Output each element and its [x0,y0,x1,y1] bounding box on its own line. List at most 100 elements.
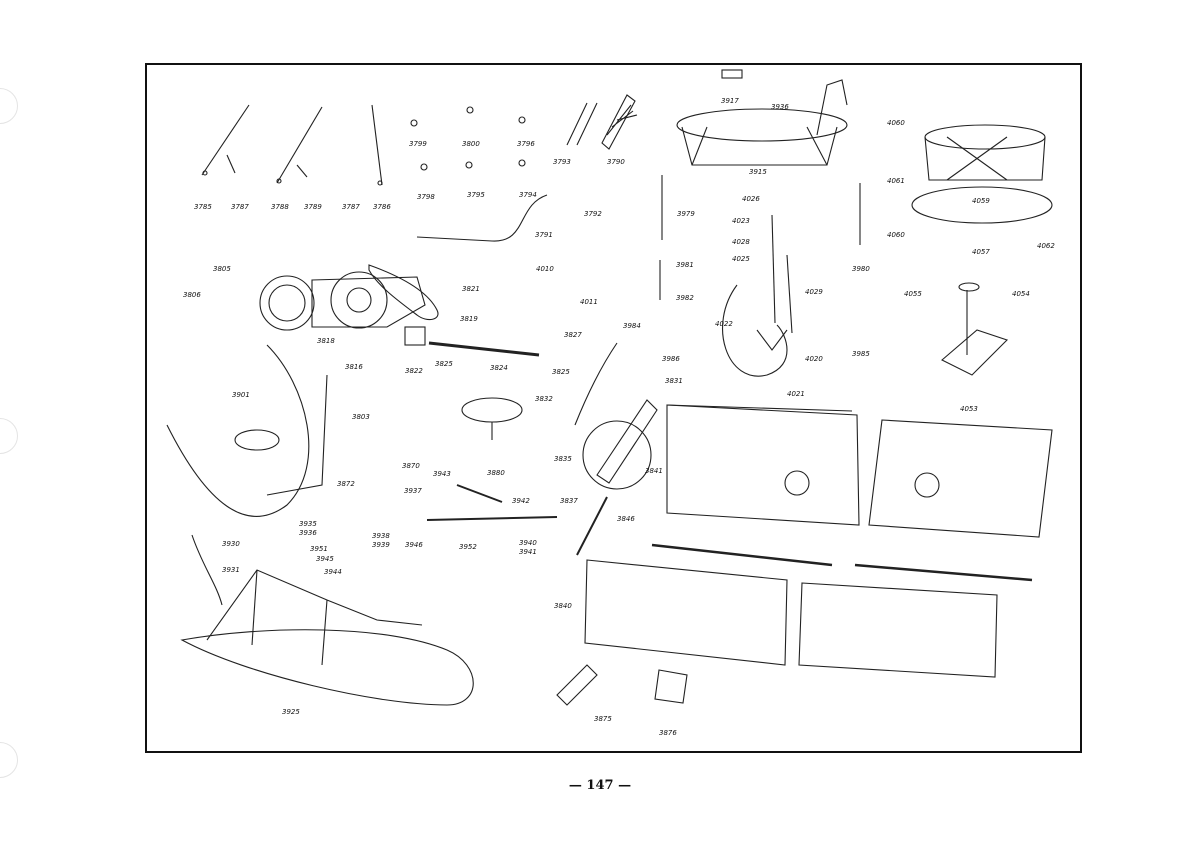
part-label: 3822 [405,367,423,375]
small-parts-row [410,106,526,171]
part-label: 3931 [222,566,240,574]
part-label: 3827 [564,331,582,339]
parts-drawing [166,69,1053,706]
part-label: 3793 [553,158,571,166]
chain-3832 [574,342,618,426]
punch-hole-decoration [0,742,18,778]
wheel-assembly-3819 [259,271,426,331]
part-label: 3938 [372,532,390,540]
part-label: 3917 [721,97,739,105]
part-label: 3794 [519,191,537,199]
part-label: 3982 [676,294,694,302]
rod-3846 [651,543,833,567]
seat-frame-4057 [911,124,1053,224]
part-label: 3825 [552,368,570,376]
part-label: 4021 [787,390,805,398]
bar-3942 [456,484,503,503]
part-label: 3986 [662,355,680,363]
part-label: 3819 [460,315,478,323]
rod-parts-group [201,104,383,186]
part-label: 3796 [517,140,535,148]
gear-3835 [582,399,658,490]
bar-3824 [428,341,540,357]
grill-3875 [556,664,598,706]
rod-3846b [854,563,1033,582]
part-label: 3935 [299,520,317,528]
part-label: 3824 [490,364,508,372]
panel-3840b [798,582,998,678]
part-label: 3870 [402,462,420,470]
part-label: 3788 [271,203,289,211]
hull-3925 [180,534,474,706]
bar-3952 [426,516,558,521]
frame-3803 [266,374,328,496]
part-label: 3799 [409,140,427,148]
seat-3880 [461,397,523,423]
part-label: 4011 [580,298,598,306]
part-label: 3936 [299,529,317,537]
part-label: 3925 [282,708,300,716]
part-label: 3787 [342,203,360,211]
part-label: 3805 [213,265,231,273]
part-label: 4010 [536,265,554,273]
part-label: 3936 [771,103,789,111]
part-label: 3901 [232,391,250,399]
part-label: 3821 [462,285,480,293]
part-label: 4020 [805,355,823,363]
part-label: 3946 [405,541,423,549]
ladder-parts [566,94,638,150]
part-label: 3981 [676,261,694,269]
part-label: 4061 [887,177,905,185]
part-label: 3798 [417,193,435,201]
part-label: 3832 [535,395,553,403]
exploded-parts-diagram: 3785 3787 3788 3789 3787 3786 3799 3800 … [145,63,1082,753]
part-label: 3831 [665,377,683,385]
part-label: 3790 [607,158,625,166]
part-label: 3945 [316,555,334,563]
part-label: 3841 [645,467,663,475]
part-label: 4059 [972,197,990,205]
part-label: 3985 [852,350,870,358]
panel-3841b [868,419,1053,538]
part-label: 4026 [742,195,760,203]
part-label: 3816 [345,363,363,371]
part-label: 4062 [1037,242,1055,250]
part-label: 3837 [560,497,578,505]
punch-hole-decoration [0,418,18,454]
part-label: 3787 [231,203,249,211]
part-label: 3940 [519,539,537,547]
part-label: 3795 [467,191,485,199]
part-label: 3876 [659,729,677,737]
part-label: 3880 [487,469,505,477]
part-label: 3951 [310,545,328,553]
part-label: 4060 [887,119,905,127]
part-label: 3825 [435,360,453,368]
panel-3841 [666,404,860,526]
part-label: 3872 [337,480,355,488]
part-label: 3840 [554,602,572,610]
part-label: 3944 [324,568,342,576]
part-label: 3791 [535,231,553,239]
part-label: 3803 [352,413,370,421]
bar-3837 [576,496,608,556]
linkage-group [722,214,793,377]
part-label: 3939 [372,541,390,549]
part-label: 4025 [732,255,750,263]
part-label: 3835 [554,455,572,463]
pedal-3822 [404,326,426,346]
part-label: 3806 [183,291,201,299]
page-number: — 147 — [568,778,632,793]
part-label: 3875 [594,715,612,723]
part-label: 3818 [317,337,335,345]
part-label: 3984 [623,322,641,330]
grill-3876 [654,669,688,704]
part-label: 3785 [194,203,212,211]
part-label: 3930 [222,540,240,548]
part-label: 4023 [732,217,750,225]
part-label: 3846 [617,515,635,523]
part-label: 3942 [512,497,530,505]
part-label: 4055 [904,290,922,298]
part-label: 3915 [749,168,767,176]
part-label: 4029 [805,288,823,296]
